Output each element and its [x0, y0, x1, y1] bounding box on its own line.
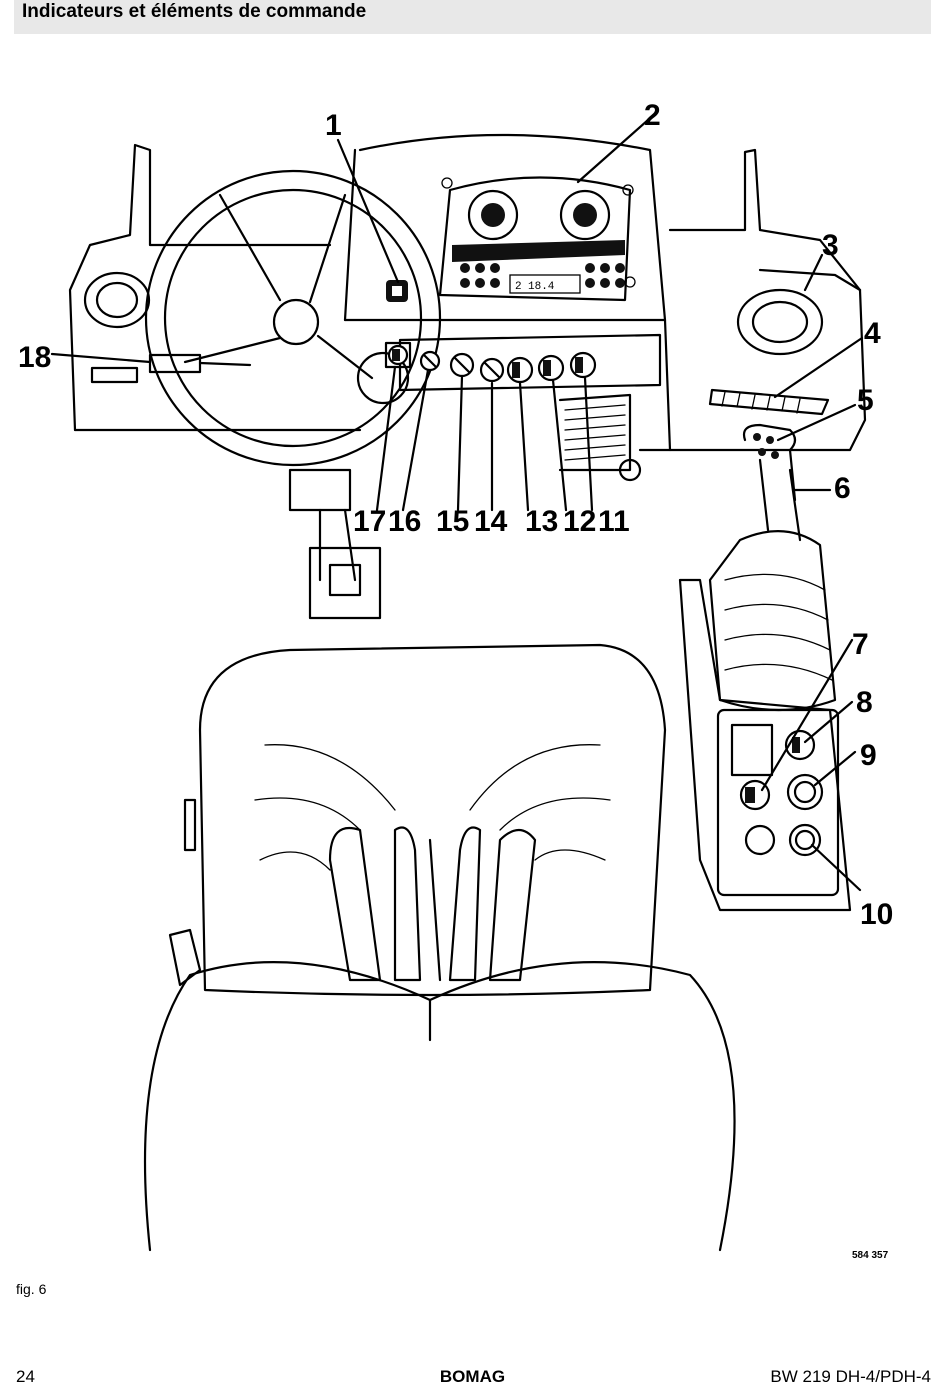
callout-11: 11 — [598, 505, 630, 538]
side-console — [716, 708, 840, 897]
air-vents — [83, 271, 830, 416]
leader-lines — [50, 118, 864, 892]
callout-17: 17 — [353, 505, 386, 538]
drive-lever — [678, 423, 852, 912]
callout-1: 1 — [325, 109, 342, 142]
instrument-cluster: 18.4 2 — [438, 176, 636, 302]
page-title: Indicateurs et éléments de commande — [22, 1, 367, 22]
figure-reference-number: 584 357 — [852, 1250, 889, 1261]
callout-2: 2 — [644, 99, 661, 132]
callout-15: 15 — [436, 505, 469, 538]
floor-grille — [558, 393, 642, 482]
callout-numbers: 1 2 3 4 5 6 7 8 9 10 11 12 13 14 15 16 1… — [18, 99, 893, 931]
callout-4: 4 — [864, 317, 881, 350]
callout-7: 7 — [852, 628, 869, 661]
steering-wheel — [144, 169, 442, 620]
footer-brand: BOMAG — [439, 1367, 506, 1386]
callout-14: 14 — [474, 505, 508, 538]
callout-16: 16 — [388, 505, 421, 538]
dashboard-illustration: 18.4 2 — [18, 99, 893, 1261]
callout-18: 18 — [18, 341, 51, 374]
callout-3: 3 — [822, 229, 839, 262]
operator-seat — [143, 643, 736, 1252]
callout-8: 8 — [856, 686, 873, 719]
callout-13: 13 — [525, 505, 558, 538]
figure-caption: fig. 6 — [16, 1281, 47, 1297]
header-bar — [14, 0, 931, 34]
footer-model: BW 219 DH-4/PDH-4 — [770, 1367, 931, 1386]
panel-switches — [384, 341, 597, 384]
callout-12: 12 — [563, 505, 596, 538]
cluster-readout: 18.4 — [528, 281, 555, 293]
page-number: 24 — [16, 1367, 35, 1386]
cluster-gear-readout: 2 — [515, 281, 522, 293]
callout-6: 6 — [834, 472, 851, 505]
callout-9: 9 — [860, 739, 877, 772]
callout-10: 10 — [860, 898, 893, 931]
callout-5: 5 — [857, 384, 874, 417]
dashboard-outline — [68, 133, 867, 452]
ignition-key — [386, 280, 408, 302]
